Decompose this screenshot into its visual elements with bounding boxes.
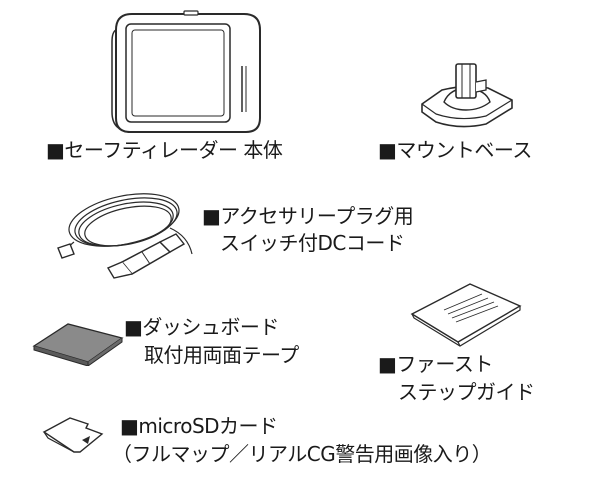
item-label-mount-base: ■マウントベース: [378, 137, 532, 163]
radar-detector-unit-illustration: [104, 8, 266, 136]
label-line: ■マウントベース: [378, 138, 532, 162]
label-line: ■ダッシュボード: [124, 315, 279, 339]
label-line: スイッチ付DCコード: [220, 231, 405, 255]
label-line: ■microSDカード: [120, 414, 278, 438]
item-label-guide: ■ファースト ステップガイド: [378, 350, 535, 406]
label-line: ■セーフティレーダー 本体: [46, 138, 283, 162]
item-label-tape: ■ダッシュボード 取付用両面テープ: [124, 313, 299, 369]
item-label-main-unit: ■セーフティレーダー 本体: [46, 137, 283, 163]
dc-cord-illustration: [52, 190, 212, 286]
label-line: ■アクセサリープラグ用: [202, 204, 414, 228]
label-line: ステップガイド: [398, 380, 535, 404]
item-label-dc-cord: ■アクセサリープラグ用 スイッチ付DCコード: [202, 203, 414, 257]
mount-base-illustration: [414, 58, 518, 132]
label-line: ■ファースト: [378, 352, 493, 376]
double-sided-tape-illustration: [30, 318, 126, 366]
microsd-card-illustration: [40, 412, 106, 458]
first-step-guide-illustration: [404, 280, 524, 350]
label-line: 取付用両面テープ: [144, 343, 299, 367]
item-label-microsd: ■microSDカード （フルマップ／リアルCG警告用画像入り）: [112, 412, 492, 468]
label-line: （フルマップ／リアルCG警告用画像入り）: [112, 442, 492, 466]
